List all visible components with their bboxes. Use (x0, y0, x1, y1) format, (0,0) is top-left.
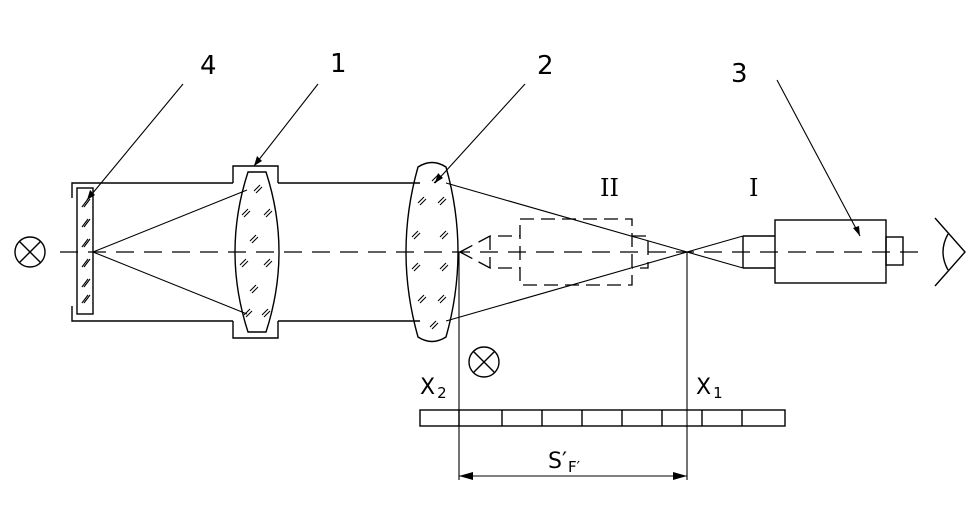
ray (92, 251, 248, 315)
lens-1 (234, 171, 280, 333)
callout-label-1: 1 (330, 49, 347, 79)
ray (686, 251, 744, 269)
position-label-II: II (600, 174, 619, 202)
callout-label-4: 4 (200, 51, 217, 81)
ray (92, 189, 248, 253)
telescope-position-II (459, 218, 649, 286)
callout-label-2: 2 (537, 51, 554, 81)
arrowhead-4 (87, 190, 95, 200)
leader-line-1 (253, 83, 319, 167)
position-label-I: I (749, 174, 758, 202)
dimension-line (459, 472, 687, 480)
ray (445, 182, 688, 253)
leader-line-4 (86, 83, 184, 201)
distance-label: S′F′ (548, 449, 581, 476)
arrowhead-3 (853, 226, 860, 236)
ray (445, 251, 688, 322)
callout-label-3: 3 (731, 59, 748, 89)
eye-icon (934, 217, 966, 287)
light-source-lower-icon (468, 346, 500, 378)
telescope-position-I (742, 219, 904, 284)
arrowhead-1 (254, 156, 262, 166)
arrowhead-2 (435, 173, 443, 183)
reticle-plate (76, 187, 94, 315)
measurement-scale (419, 409, 786, 427)
light-source-left-icon (14, 236, 46, 268)
ray (686, 235, 744, 253)
collimator-housing (71, 165, 420, 339)
leader-line-3 (776, 79, 861, 237)
leader-line-2 (434, 83, 526, 184)
